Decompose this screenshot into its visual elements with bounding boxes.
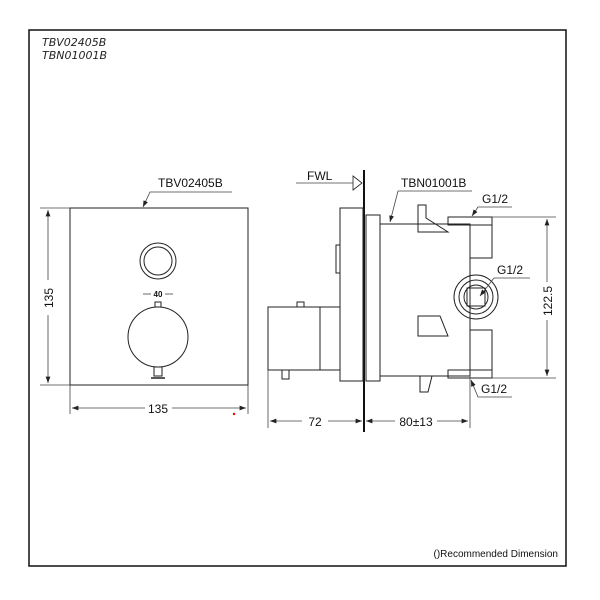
front-height-dim: 135 (42, 288, 56, 308)
port-bottom-label: G1/2 (481, 382, 507, 396)
recommended-dimension-note: ()Recommended Dimension (434, 549, 559, 560)
drawing-frame (28, 29, 567, 567)
header-model-2: TBN01001B (42, 49, 107, 62)
body-label: TBN01001B (401, 176, 466, 190)
side-height-dim: 122.5 (541, 286, 555, 316)
depth-back-dim: 80±13 (399, 415, 433, 429)
thermostat-knob (127, 306, 189, 368)
header-model-1: TBV02405B (42, 36, 106, 49)
port-middle-label: G1/2 (497, 263, 523, 277)
front-view-label: TBV02405B (158, 176, 223, 190)
front-view: 40 TBV02405B 135 135 (40, 176, 249, 416)
fwl-label: FWL (307, 169, 333, 183)
port-top-label: G1/2 (482, 192, 508, 206)
front-width-dim: 135 (148, 402, 168, 416)
side-view: FWL TBN01001B G1/2 G1/2 G1/2 (267, 169, 556, 432)
diverter-button-outer (139, 242, 177, 280)
cover-plate (69, 207, 249, 386)
depth-front-dim: 72 (308, 415, 322, 429)
diverter-button-inner (143, 246, 173, 276)
knob-mark: 40 (154, 290, 163, 299)
